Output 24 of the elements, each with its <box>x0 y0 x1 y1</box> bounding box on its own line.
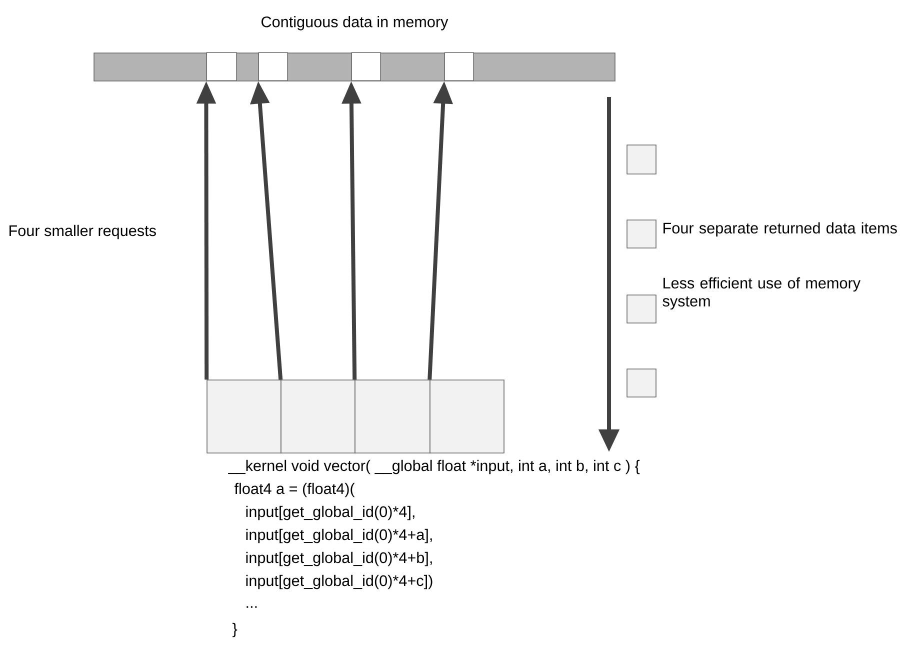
data-item-box <box>626 220 656 248</box>
note-text: Four smaller requests <box>10 224 156 240</box>
memory-cell <box>258 52 288 81</box>
data-item-box <box>626 368 656 398</box>
note-text: Four separate returned data items <box>664 222 897 237</box>
data-item-box <box>626 294 656 324</box>
code-line: input[get_global_id(0)*4+b], <box>246 552 432 566</box>
code-line: input[get_global_id(0)*4+c]) <box>246 574 432 590</box>
code-line: input[get_global_id(0)*4], <box>246 506 414 520</box>
memory-cell <box>351 52 381 81</box>
memory-cell <box>444 52 474 81</box>
code-line: input[get_global_id(0)*4+a], <box>246 528 432 544</box>
work-item-box <box>280 380 356 454</box>
data-item-box <box>626 144 656 174</box>
code-line: ... <box>246 606 257 608</box>
memory-cell <box>206 52 237 81</box>
work-item-box <box>430 380 504 454</box>
code-line: } <box>232 622 238 638</box>
note-text: Less efficient use of memory system <box>662 277 860 310</box>
work-item-box <box>206 380 282 454</box>
code-line: float4 a = (float4)( <box>234 482 355 498</box>
code-line: __kernel void vector( __global float *input, int a, int b, int c ) { <box>228 460 640 474</box>
work-item-box <box>354 380 430 454</box>
heading: Contiguous data in memory <box>262 16 448 30</box>
